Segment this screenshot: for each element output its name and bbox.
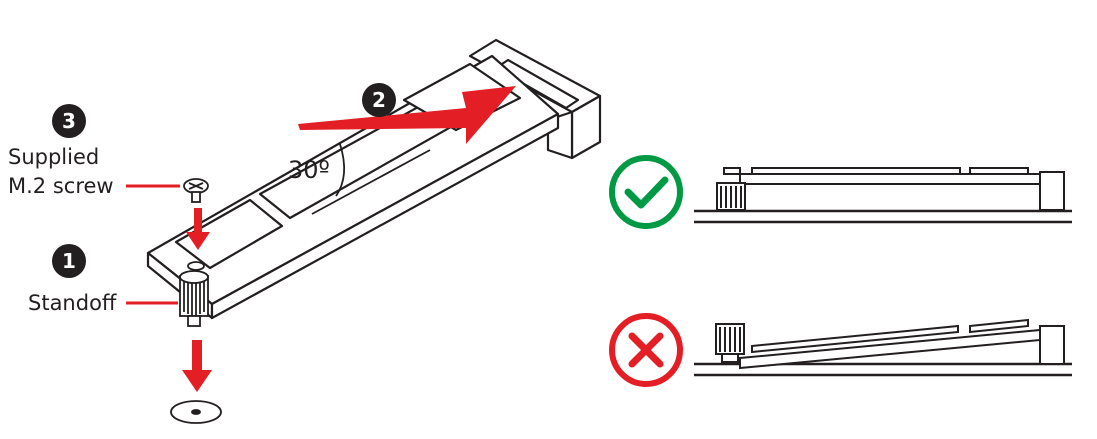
- correct-check-icon: [609, 155, 683, 229]
- angle-label: 30º: [288, 156, 330, 184]
- step-1-badge: 1: [52, 244, 86, 278]
- screw-down-arrow: [186, 208, 210, 250]
- svg-text:2: 2: [372, 88, 386, 112]
- wrong-x-icon: [609, 313, 683, 387]
- standoff-washer-icon: [170, 400, 222, 424]
- insert-arrow: [298, 86, 516, 144]
- standoff-icon: [179, 261, 209, 327]
- screw-label-line1: Supplied: [8, 145, 99, 169]
- m2-screw-icon: [183, 178, 209, 203]
- svg-text:1: 1: [62, 249, 76, 273]
- standoff-label: Standoff: [28, 291, 117, 315]
- step-3-badge: 3: [52, 104, 86, 138]
- standoff-down-arrow: [182, 340, 212, 392]
- screw-label-line2: M.2 screw: [8, 174, 114, 198]
- angle-indicator: 30º: [288, 143, 431, 215]
- wrong-side-view: [694, 318, 1072, 377]
- correct-side-view: [694, 167, 1072, 224]
- step-2-badge: 2: [362, 83, 396, 117]
- svg-text:3: 3: [62, 109, 76, 133]
